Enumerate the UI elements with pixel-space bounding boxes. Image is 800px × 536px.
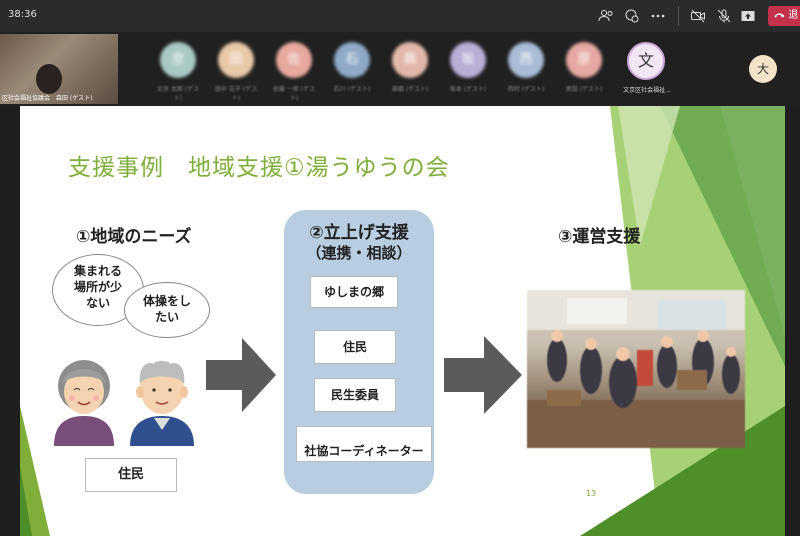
reactions-icon[interactable] — [624, 8, 640, 24]
more-options-icon[interactable] — [650, 8, 666, 24]
participant-avatar[interactable]: 石 — [334, 42, 370, 78]
bubble-text: 集まれる場所が少ない — [73, 264, 122, 310]
shared-slide: 支援事例 地域支援①湯うゆうの会 ①地域のニーズ 集まれる場所が少ない 体操をし… — [20, 106, 785, 536]
participants-icon[interactable] — [598, 8, 614, 24]
speech-bubble-place: 集まれる場所が少ない — [52, 254, 144, 326]
person-silhouette — [36, 64, 62, 94]
partner-item: 民生委員 — [314, 378, 396, 412]
self-video[interactable]: 区社会福祉協議会 森田 (ゲスト) — [0, 34, 118, 104]
partner-item: ゆしまの郷 — [310, 276, 398, 308]
participant-avatar[interactable]: 高 — [392, 42, 428, 78]
participant-avatar[interactable]: 原 — [566, 42, 602, 78]
toolbar-divider — [678, 6, 679, 26]
participant-avatar[interactable]: 西 — [508, 42, 544, 78]
arrow-right-icon — [206, 338, 276, 412]
speech-bubble-exercise: 体操をしたい — [124, 282, 210, 338]
hang-up-icon — [774, 13, 785, 18]
slide-page-number: 13 — [586, 489, 597, 498]
participant-name: 坂本 (ゲスト) — [449, 86, 487, 93]
mic-off-icon[interactable] — [716, 8, 732, 24]
participant-name: 文京 太郎 (ゲスト) — [156, 86, 200, 102]
partner-item-coordinator: 社協コーディネーター — [296, 426, 432, 462]
launch-support-heading: ②立上げ支援 — [309, 223, 409, 243]
exercise-session-photo — [527, 290, 745, 448]
needs-heading: ①地域のニーズ — [76, 227, 192, 247]
meeting-control-bar: 38:36 退 — [0, 0, 800, 32]
organizer-avatar[interactable]: 文 — [627, 42, 665, 80]
leave-label: 退 — [788, 10, 799, 21]
participant-avatar[interactable]: 佐 — [276, 42, 312, 78]
leave-button[interactable]: 退 — [768, 6, 800, 26]
partner-item: 住民 — [314, 330, 396, 364]
launch-support-subheading: （連携・相談） — [306, 244, 412, 262]
participant-avatar[interactable]: 大 — [749, 55, 777, 83]
participant-avatar[interactable]: 田 — [218, 42, 254, 78]
launch-support-panel: ②立上げ支援 （連携・相談） ゆしまの郷 住民 民生委員 社協コーディネーター — [284, 210, 434, 494]
participant-name: 高橋 (ゲスト) — [391, 86, 429, 93]
self-video-caption: 区社会福祉協議会 森田 (ゲスト) — [2, 95, 93, 102]
participant-name: 佐藤 一郎 (ゲスト) — [272, 86, 316, 102]
participant-name: 西村 (ゲスト) — [507, 86, 545, 93]
bubble-text: 体操をしたい — [142, 294, 191, 324]
elderly-woman-illustration — [54, 360, 114, 446]
elderly-man-illustration — [130, 361, 194, 446]
participant-name: 原田 (ゲスト) — [565, 86, 603, 93]
participant-name: 田中 花子 (ゲスト) — [214, 86, 258, 102]
arrow-right-icon — [444, 336, 522, 414]
camera-off-icon[interactable] — [690, 8, 706, 24]
partner-item-text: 社協コーディネーター — [304, 444, 424, 458]
operation-support-heading: ③運営支援 — [558, 227, 641, 247]
participant-avatar[interactable]: 坂 — [450, 42, 486, 78]
organizer-name: 文京区社会福祉... — [623, 87, 671, 94]
share-screen-icon[interactable] — [740, 8, 756, 24]
meeting-timer: 38:36 — [8, 9, 37, 20]
participant-avatar[interactable]: 京 — [160, 42, 196, 78]
participant-name: 石川 (ゲスト) — [333, 86, 371, 93]
residents-label-box: 住民 — [85, 458, 177, 492]
slide-title: 支援事例 地域支援①湯うゆうの会 — [68, 155, 450, 181]
